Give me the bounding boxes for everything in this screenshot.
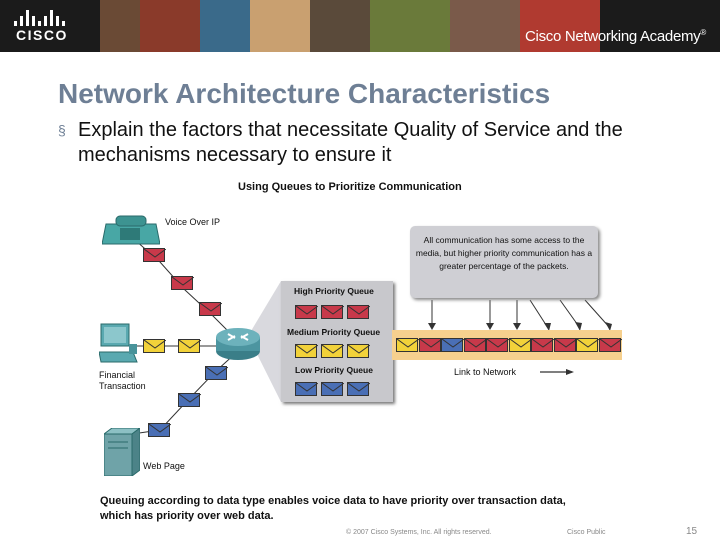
financial-packet-icon [143,339,166,353]
diagram-caption: Queuing according to data type enables v… [100,495,566,522]
copyright-text: © 2007 Cisco Systems, Inc. All rights re… [346,529,492,536]
link-packet-icon [418,338,442,352]
high-queue-packet-icon [295,305,318,319]
high-queue-label: High Priority Queue [294,286,374,296]
computer-icon [99,323,138,363]
diagram-title: Using Queues to Prioritize Communication [238,181,462,193]
classification-text: Cisco Public [567,529,606,536]
page-number: 15 [686,526,698,537]
slide-title: Network Architecture Characteristics [58,78,551,109]
server-icon [104,428,140,476]
link-to-network-label: Link to Network [454,367,517,377]
web-packet-icon [148,423,171,437]
high-queue-packet-icon [321,305,344,319]
link-packet-icon [531,338,554,352]
priority-callout: All communication has some access to the… [410,226,598,298]
low-queue-packet-icon [347,382,370,396]
bullet-marker: § [58,122,66,138]
voip-packet-icon [199,302,222,316]
voip-packet-icon [171,276,194,290]
link-packet-icon [508,338,532,352]
high-queue-packet-icon [347,305,370,319]
medium-queue-label: Medium Priority Queue [287,327,381,337]
web-page-label: Web Page [143,461,185,471]
low-queue-label: Low Priority Queue [295,365,373,375]
link-packet-icon [576,338,599,352]
link-packet-icon [598,338,622,352]
link-packet-icon [553,338,577,352]
bullet-text: Explain the factors that necessitate Qua… [78,119,623,166]
cisco-logo: CISCO [14,10,74,44]
medium-queue-packet-icon [347,344,370,358]
low-queue-packet-icon [295,382,318,396]
link-packet-icon [441,338,464,352]
link-packet-icon [396,338,419,352]
header-banner: CISCO Cisco Networking Academy® [0,0,720,52]
ip-phone-icon [102,215,160,245]
link-packet-icon [463,338,487,352]
medium-queue-packet-icon [295,344,318,358]
web-packet-icon [205,366,228,380]
cisco-logo-text: CISCO [16,27,68,43]
voip-packet-icon [143,248,166,262]
medium-queue-packet-icon [321,344,344,358]
web-packet-icon [178,393,201,407]
voip-label: Voice Over IP [165,217,221,227]
bullet-item: § Explain the factors that necessitate Q… [58,118,678,168]
queue-panel: High Priority Queue Medium Priority Queu… [281,281,393,402]
financial-packet-icon [178,339,201,353]
router-icon [216,328,260,360]
link-packet-icon [486,338,509,352]
low-queue-packet-icon [321,382,344,396]
cisco-bars-icon [14,10,74,26]
academy-brand: Cisco Networking Academy® [525,28,706,45]
banner-photos [100,0,600,52]
financial-label: Financial Transaction [99,370,146,391]
